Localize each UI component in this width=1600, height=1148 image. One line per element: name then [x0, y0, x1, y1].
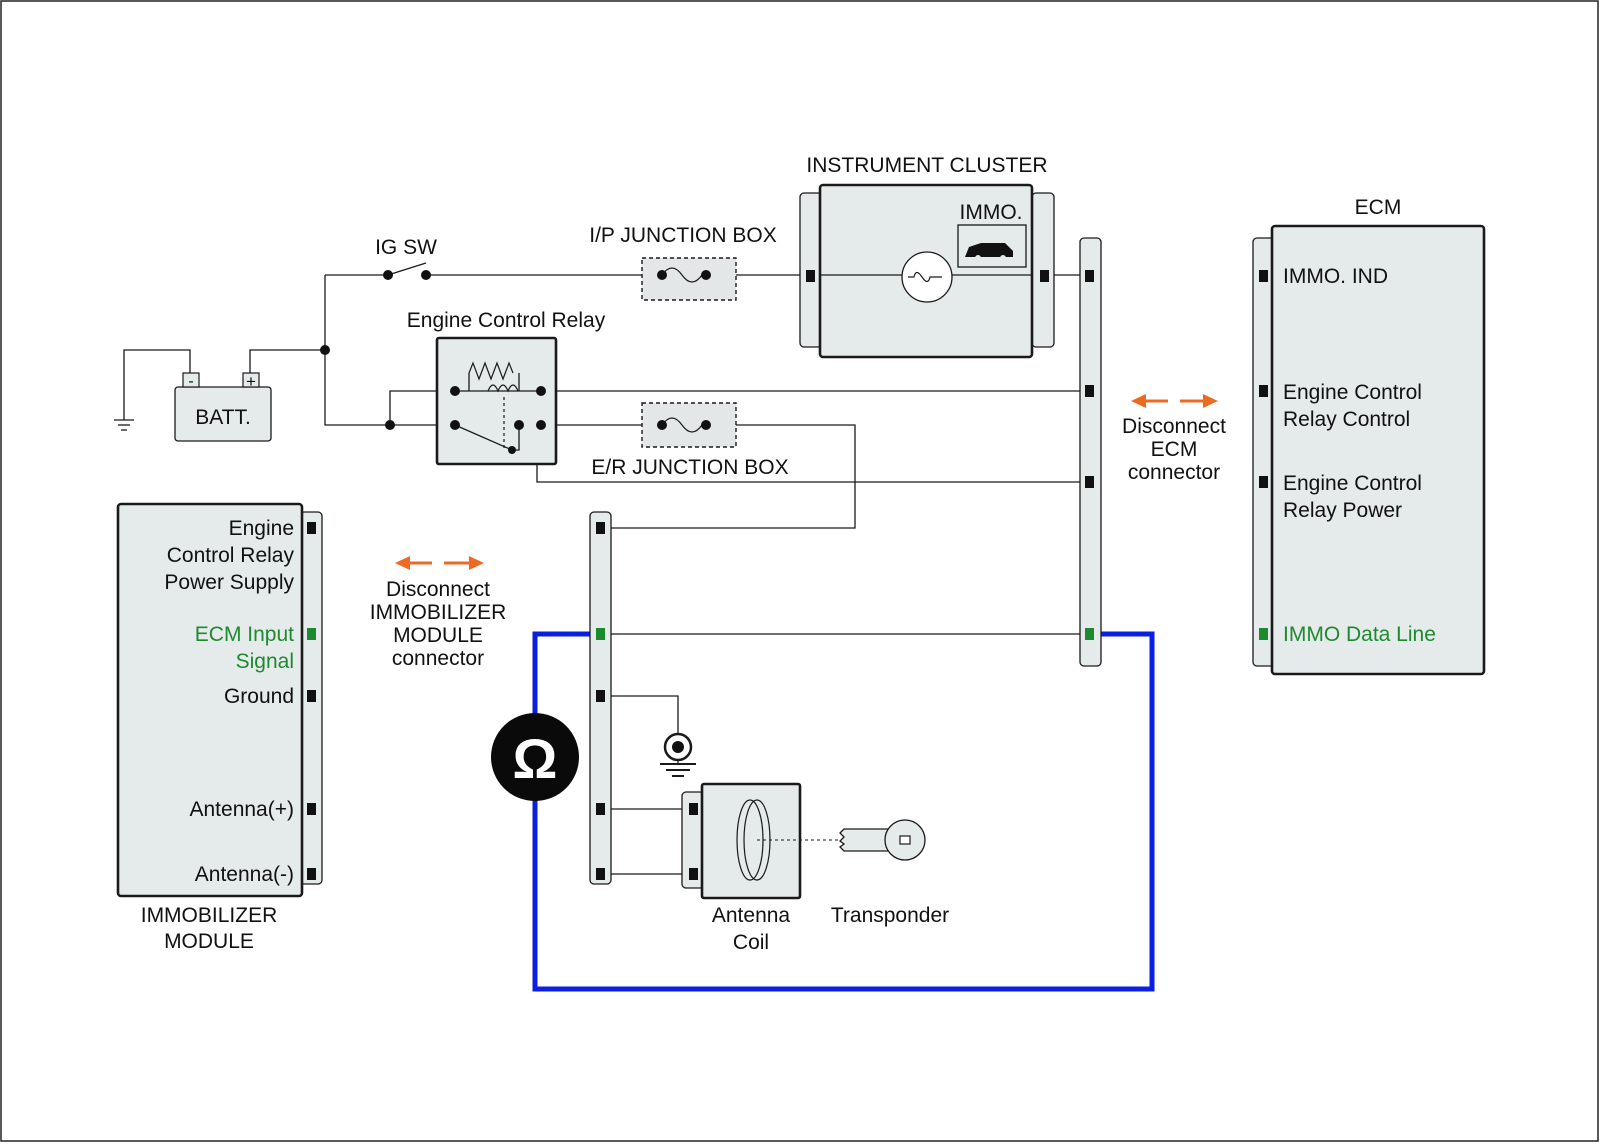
er-jb-to-module-wire	[600, 424, 856, 529]
battery-plus-label: +	[246, 372, 256, 391]
transponder-key-icon: Transponder	[831, 819, 949, 927]
ohm-symbol: Ω	[513, 727, 558, 790]
immo-indicator-label: IMMO.	[960, 201, 1023, 224]
ecm-label: ECM	[1355, 196, 1402, 219]
battery-positive-wire	[249, 349, 325, 373]
module-harness-connector	[589, 511, 612, 885]
er-junction-box: E/R JUNCTION BOX	[591, 402, 789, 479]
disconnect-module-note: Disconnect IMMOBILIZER MODULE connector	[370, 556, 507, 670]
transponder-label: Transponder	[831, 904, 949, 927]
engine-control-relay: Engine Control Relay	[407, 309, 606, 466]
ecm-pin-label-2-line-0: Engine Control	[1283, 472, 1422, 495]
module-pin-label-4-line-0: Antenna(-)	[195, 863, 294, 886]
disconnect-module-line2: IMMOBILIZER	[370, 601, 507, 624]
er-junction-box-label: E/R JUNCTION BOX	[591, 456, 788, 479]
battery-ground-wire	[123, 349, 191, 420]
double-arrow-icon	[395, 556, 484, 570]
module-pin-label-3-line-0: Antenna(+)	[190, 798, 295, 821]
ohmmeter-icon: Ω	[491, 713, 579, 801]
antenna-coil-label-line1: Antenna	[712, 904, 791, 927]
module-pin-label-2-line-0: Ground	[224, 685, 294, 708]
disconnect-ecm-line2: ECM	[1151, 438, 1198, 461]
disconnect-ecm-line3: connector	[1128, 461, 1220, 484]
disconnect-module-line4: connector	[392, 647, 484, 670]
ecm-pin-label-2-line-1: Relay Power	[1283, 499, 1402, 522]
ig-sw-label: IG SW	[375, 236, 437, 259]
antenna-coil-label-line2: Coil	[733, 931, 769, 954]
module-pin-label-0-line-1: Control Relay	[167, 544, 295, 567]
disconnect-ecm-line1: Disconnect	[1122, 415, 1226, 438]
disconnect-module-line3: MODULE	[393, 624, 483, 647]
car-key-icon	[965, 243, 1013, 257]
indicator-lamp-icon	[901, 251, 953, 303]
module-pin-label-0-line-2: Power Supply	[164, 571, 294, 594]
instrument-cluster-label: INSTRUMENT CLUSTER	[806, 154, 1047, 177]
antenna-coil: Antenna Coil	[681, 782, 840, 954]
disconnect-ecm-note: Disconnect ECM connector	[1122, 394, 1226, 484]
battery: - + BATT.	[174, 372, 272, 442]
relay-coil-feed-wire	[389, 390, 455, 425]
ground-symbol-icon	[660, 732, 696, 777]
module-pin-label-1-line-0: ECM Input	[195, 623, 294, 646]
double-arrow-icon	[1131, 394, 1218, 408]
battery-bus-wire	[324, 275, 390, 426]
ohmmeter-loop	[532, 631, 1155, 992]
module-ground-wire	[600, 695, 679, 733]
engine-control-relay-label: Engine Control Relay	[407, 309, 606, 332]
ip-junction-box-label: I/P JUNCTION BOX	[589, 224, 776, 247]
battery-minus-label: -	[188, 373, 193, 390]
ecm-harness-connector	[1079, 237, 1102, 667]
module-pin-label-0-line-0: Engine	[229, 517, 294, 540]
ig-switch: IG SW	[375, 236, 437, 280]
ip-junction-box: I/P JUNCTION BOX	[589, 224, 777, 301]
immobilizer-module-label-line1: IMMOBILIZER	[141, 904, 278, 927]
immobilizer-module-label-line2: MODULE	[164, 930, 254, 953]
module-pin-label-1-line-1: Signal	[236, 650, 294, 673]
disconnect-module-line1: Disconnect	[386, 578, 490, 601]
ecm-pin-label-0-line-0: IMMO. IND	[1283, 265, 1388, 288]
battery-label: BATT.	[195, 406, 251, 429]
instrument-cluster: INSTRUMENT CLUSTER IMMO.	[799, 154, 1055, 359]
ecm-pin-label-1-line-0: Engine Control	[1283, 381, 1422, 404]
ecm-pin-label-1-line-1: Relay Control	[1283, 408, 1410, 431]
ecm-pin-label-3-line-0: IMMO Data Line	[1283, 623, 1436, 646]
